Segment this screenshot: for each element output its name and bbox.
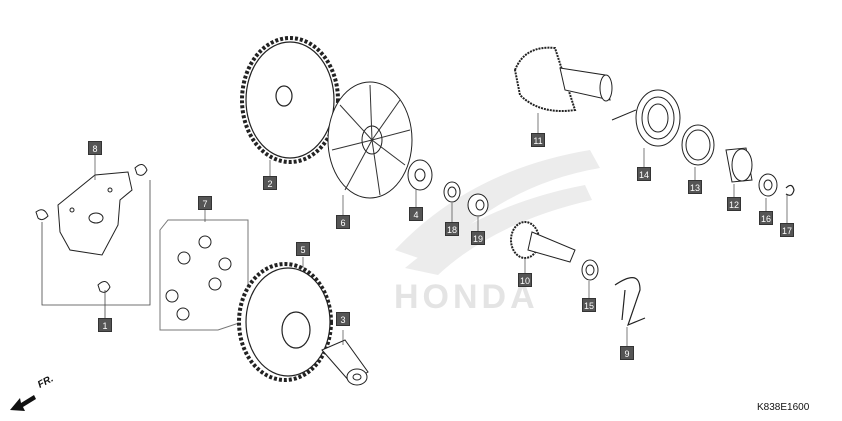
callout-11: 11	[531, 133, 545, 147]
part-2-gear	[240, 36, 340, 164]
callout-2: 2	[263, 176, 277, 190]
callout-14: 14	[637, 167, 651, 181]
part-14-spring	[611, 89, 681, 147]
callout-4: 4	[409, 207, 423, 221]
part-4-boss	[407, 159, 433, 191]
callout-12: 12	[727, 197, 741, 211]
front-direction-arrow-icon	[10, 395, 36, 411]
callout-3: 3	[336, 312, 350, 326]
part-11-kick-gear	[513, 46, 613, 112]
callout-13: 13	[688, 180, 702, 194]
leader-bracket-1	[41, 180, 151, 318]
callout-7: 7	[198, 196, 212, 210]
callout-9: 9	[620, 346, 634, 360]
part-7-rollers	[159, 219, 249, 331]
honda-watermark: HONDA	[394, 278, 539, 316]
part-15-washer	[581, 259, 599, 281]
part-8-plate	[35, 164, 148, 293]
callout-19: 19	[471, 231, 485, 245]
leader-lines	[94, 113, 788, 346]
diagram-code: K838E1600	[757, 402, 810, 413]
part-9-spring-clip	[614, 277, 646, 327]
part-3-sleeve	[321, 339, 369, 386]
part-16-washer	[443, 181, 461, 203]
part-19-nut	[467, 193, 489, 217]
callout-17: 16	[759, 211, 773, 225]
part-5-gear	[237, 262, 333, 382]
callout-18: 17	[780, 223, 794, 237]
callout-10: 10	[518, 273, 532, 287]
part-10-pinion	[510, 221, 576, 263]
callout-6: 6	[336, 215, 350, 229]
part-12-bushing	[725, 147, 753, 183]
part-18-clip	[785, 184, 795, 196]
callout-16: 18	[445, 222, 459, 236]
callout-8: 8	[88, 141, 102, 155]
part-6-fan	[327, 81, 413, 199]
callout-15-lower: 15	[582, 298, 596, 312]
callout-5: 5	[296, 242, 310, 256]
part-13-ring	[681, 124, 715, 166]
part-17-washer	[758, 173, 778, 197]
callout-1: 1	[98, 318, 112, 332]
